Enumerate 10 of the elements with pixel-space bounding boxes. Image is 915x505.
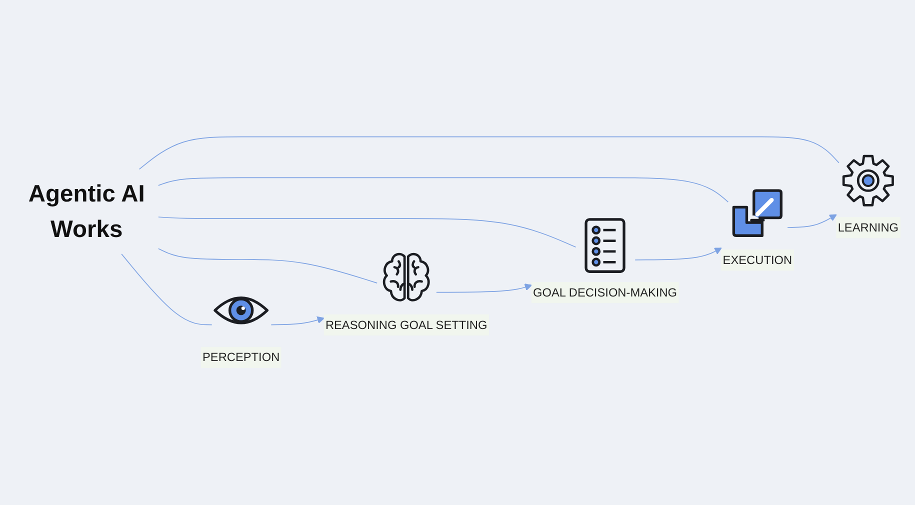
arrow <box>436 284 532 293</box>
connector <box>158 216 576 248</box>
node-text: Agentic AI Works <box>28 180 145 242</box>
arrow <box>787 214 837 228</box>
connector <box>121 254 212 326</box>
arrow <box>270 316 324 326</box>
connector <box>158 248 378 284</box>
connector <box>138 136 840 170</box>
arrow <box>634 248 722 260</box>
connector <box>158 177 729 203</box>
